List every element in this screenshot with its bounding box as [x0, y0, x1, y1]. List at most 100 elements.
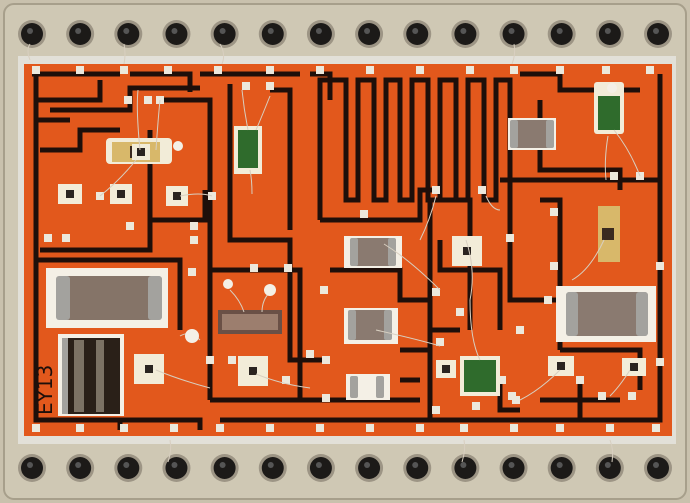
resistor-top-right	[508, 118, 556, 150]
bond-pad	[144, 96, 152, 104]
pin	[114, 20, 143, 48]
pin	[114, 454, 143, 482]
pin	[162, 454, 191, 482]
bond-pad	[62, 234, 70, 242]
bond-pad	[214, 66, 222, 74]
transistor-die	[110, 184, 132, 204]
bond-pad	[478, 186, 486, 194]
transistor-die	[436, 360, 456, 378]
bond-pad	[550, 262, 558, 270]
bond-pad	[556, 66, 564, 74]
bond-pad	[416, 66, 424, 74]
bond-pad	[432, 288, 440, 296]
pin	[547, 454, 576, 482]
pin	[499, 20, 528, 48]
transistor-die	[238, 356, 268, 386]
bond-pad	[652, 424, 660, 432]
pin	[66, 454, 95, 482]
pin	[210, 20, 239, 48]
pin	[644, 20, 672, 48]
bond-pad	[282, 376, 290, 384]
bond-pad	[576, 376, 584, 384]
green-chip-center	[460, 356, 500, 396]
bond-pad	[190, 236, 198, 244]
bond-pad	[76, 66, 84, 74]
pin	[403, 454, 432, 482]
bond-pad	[432, 186, 440, 194]
pin	[499, 454, 528, 482]
transistor-die	[134, 354, 164, 384]
bond-pad	[610, 172, 618, 180]
transistor-die	[452, 236, 482, 266]
bond-pad	[316, 424, 324, 432]
bond-pad	[32, 424, 40, 432]
bond-pad	[506, 234, 514, 242]
resistor-small-bottom	[346, 374, 390, 400]
pin	[18, 20, 46, 48]
bond-pad	[322, 356, 330, 364]
bond-pad	[284, 264, 292, 272]
large-resistor-left	[46, 268, 168, 328]
bond-pad	[360, 210, 368, 218]
bond-pad	[550, 208, 558, 216]
bond-pad	[366, 424, 374, 432]
bond-pad	[456, 308, 464, 316]
pin	[18, 454, 46, 482]
bond-pad	[556, 424, 564, 432]
bond-pad	[316, 66, 324, 74]
bond-pad	[206, 356, 214, 364]
bond-pad	[188, 268, 196, 276]
bond-pad	[512, 396, 520, 404]
yellow-strip-right	[598, 206, 620, 262]
bond-pad	[598, 392, 606, 400]
module-marking: EY13	[33, 365, 57, 415]
bond-pad	[266, 66, 274, 74]
bond-pad	[228, 356, 236, 364]
bond-pad	[216, 424, 224, 432]
pin	[644, 454, 672, 482]
top-pin-row	[18, 20, 672, 48]
bond-pad	[320, 286, 328, 294]
pin	[355, 20, 384, 48]
bond-pad	[656, 262, 664, 270]
pin	[403, 20, 432, 48]
film-resistor-strip	[218, 310, 282, 334]
pin	[547, 20, 576, 48]
bond-pad	[510, 424, 518, 432]
bond-pad	[366, 66, 374, 74]
transistor-die	[58, 184, 82, 204]
bond-pad	[544, 296, 552, 304]
bond-pad	[322, 394, 330, 402]
bond-pad	[516, 326, 524, 334]
bottom-pin-row	[18, 454, 672, 482]
transistor-die	[548, 356, 574, 376]
bond-pad	[466, 66, 474, 74]
bond-pad	[242, 82, 250, 90]
bond-pad	[656, 358, 664, 366]
bond-wires	[27, 43, 641, 463]
pin	[258, 20, 287, 48]
bond-pad	[628, 392, 636, 400]
bond-pad	[170, 424, 178, 432]
bond-pad	[266, 82, 274, 90]
bond-pad	[510, 66, 518, 74]
bond-pad	[164, 66, 172, 74]
pin	[306, 20, 335, 48]
transistor-die	[622, 358, 646, 376]
bond-pad	[306, 350, 314, 358]
bond-pad	[124, 96, 132, 104]
pin	[210, 454, 239, 482]
bond-pad	[432, 406, 440, 414]
pin	[162, 20, 191, 48]
transistor-dies	[58, 144, 646, 386]
bond-pad	[460, 424, 468, 432]
pin	[451, 20, 480, 48]
pin	[595, 454, 624, 482]
bond-pad	[76, 424, 84, 432]
pin	[66, 20, 95, 48]
striped-capacitor	[58, 334, 124, 416]
pin	[355, 454, 384, 482]
bond-pad	[646, 66, 654, 74]
